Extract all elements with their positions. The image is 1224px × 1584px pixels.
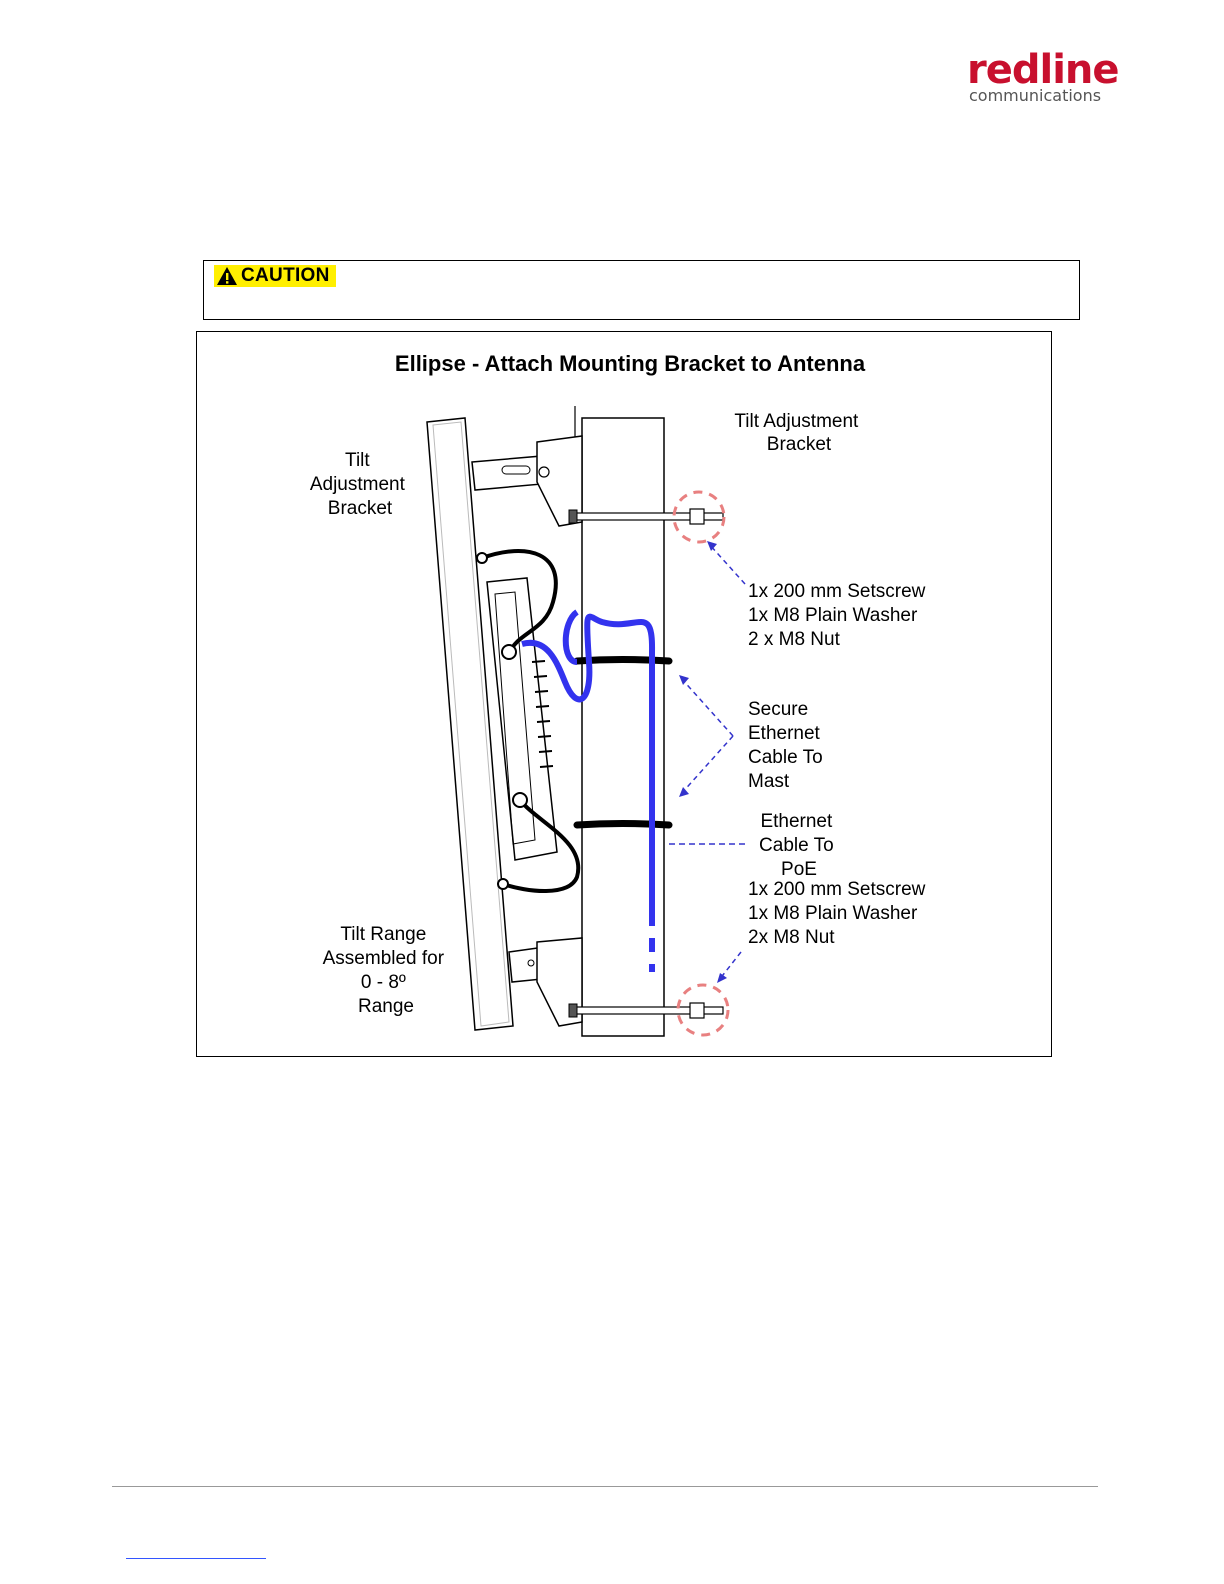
jumper-cable-top — [481, 549, 558, 655]
mounting-figure: Ellipse - Attach Mounting Bracket to Ant… — [196, 331, 1052, 1057]
cable-tie-lower — [573, 820, 673, 829]
radio-unit-front — [494, 591, 536, 845]
label-hardware-bottom: 1x 200 mm Setscrew 1x M8 Plain Washer 2x… — [748, 879, 931, 948]
caution-box: CAUTION — [203, 260, 1080, 320]
caution-badge: CAUTION — [214, 265, 336, 287]
caution-label: CAUTION — [241, 265, 330, 286]
figure-title: Ellipse - Attach Mounting Bracket to Ant… — [395, 351, 866, 376]
jumper-cable-bottom — [502, 798, 581, 893]
company-logo: redline communications — [962, 50, 1120, 108]
label-tilt-bracket-right: Tilt Adjustment Bracket — [734, 411, 863, 455]
label-tilt-bracket-left: Tilt Adjustment Bracket — [310, 450, 410, 519]
setscrew-bottom — [568, 1002, 724, 1019]
logo-tagline: communications — [969, 86, 1102, 105]
footer-link-underline[interactable] — [126, 1558, 266, 1559]
footer-rule — [112, 1486, 1098, 1487]
highlight-ring-top — [672, 490, 726, 544]
leader-lines — [669, 543, 749, 981]
heat-sink-fins — [531, 660, 554, 768]
ethernet-cable — [521, 613, 656, 912]
highlight-ring-bottom — [676, 983, 730, 1037]
ethernet-cable-loop — [562, 609, 580, 665]
connector-radio-top — [501, 644, 517, 660]
leader-arrowheads — [679, 541, 727, 983]
label-tilt-range: Tilt Range Assembled for 0 - 8º Range — [323, 924, 450, 1017]
logo-wordmark: redline — [967, 47, 1120, 93]
antenna-panel-inner — [432, 421, 510, 1027]
mounting-diagram: Ellipse - Attach Mounting Bracket to Ant… — [310, 351, 931, 1037]
label-hardware-top: 1x 200 mm Setscrew 1x M8 Plain Washer 2 … — [748, 581, 931, 650]
radio-unit — [486, 577, 558, 861]
label-ethernet-poe: Ethernet Cable To PoE — [759, 811, 839, 880]
setscrew-top — [568, 508, 724, 525]
label-secure-cable: Secure Ethernet Cable To Mast — [748, 699, 828, 792]
tilt-bracket-top — [471, 435, 583, 527]
connector-top — [476, 552, 488, 564]
connector-bottom — [497, 878, 509, 890]
connector-radio-bottom — [512, 792, 528, 808]
warning-triangle-icon — [217, 267, 237, 285]
antenna-panel — [426, 417, 514, 1031]
